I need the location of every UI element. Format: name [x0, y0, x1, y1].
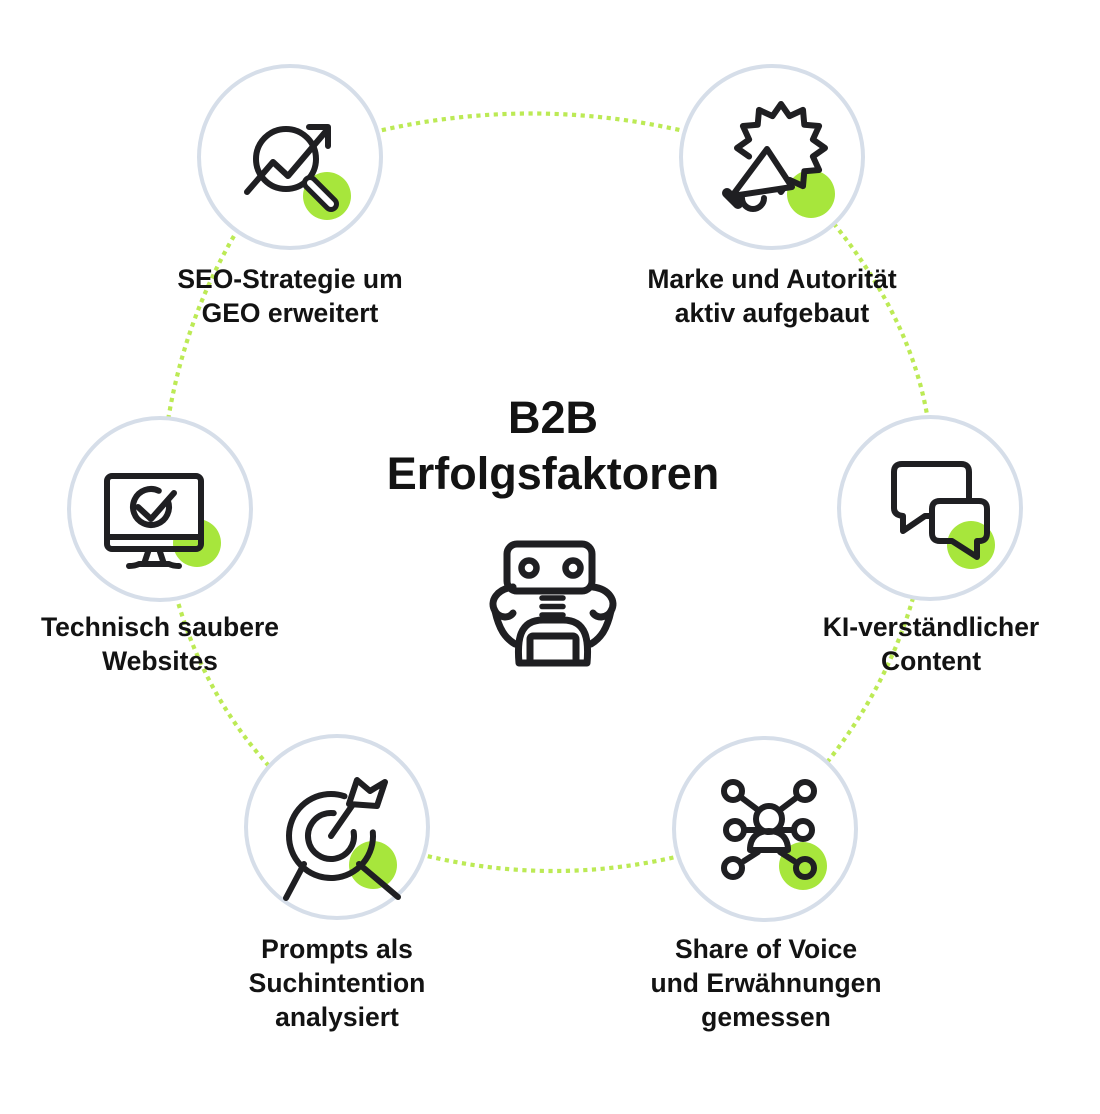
- label-line: GEO erweitert: [201, 298, 379, 328]
- node-circle-share-of-voice: [672, 736, 858, 922]
- page-title: B2B Erfolgsfaktoren: [353, 390, 753, 502]
- node-label-brand-authority: Marke und Autorität aktiv aufgebaut: [612, 262, 932, 330]
- title-line-2: Erfolgsfaktoren: [386, 448, 720, 499]
- label-line: Websites: [102, 646, 218, 676]
- node-circle-clean-websites: [67, 416, 253, 602]
- label-line: Technisch saubere: [40, 612, 280, 642]
- label-line: analysiert: [275, 1002, 399, 1032]
- node-label-prompts-intent: Prompts als Suchintention analysiert: [177, 932, 497, 1034]
- label-line: und Erwähnungen: [650, 968, 882, 998]
- node-label-clean-websites: Technisch saubere Websites: [0, 610, 320, 678]
- node-label-ai-content: KI-verständlicher Content: [771, 610, 1091, 678]
- label-line: gemessen: [701, 1002, 831, 1032]
- label-line: Content: [880, 646, 982, 676]
- label-line: Prompts als: [261, 934, 413, 964]
- chat-bubbles-icon: [891, 461, 995, 569]
- target-arrow-icon: [283, 777, 401, 901]
- node-circle-brand-authority: [679, 64, 865, 250]
- label-line: SEO-Strategie um: [177, 264, 403, 294]
- node-label-share-of-voice: Share of Voice und Erwähnungen gemessen: [606, 932, 926, 1034]
- monitor-check-icon: [104, 473, 221, 569]
- chart-magnifier-icon: [244, 124, 351, 220]
- label-line: Suchintention: [248, 968, 426, 998]
- node-label-seo-geo: SEO-Strategie um GEO erweitert: [130, 262, 450, 330]
- megaphone-badge-icon: [722, 101, 835, 218]
- label-line: Share of Voice: [674, 934, 858, 964]
- label-line: Marke und Autorität: [647, 264, 897, 294]
- label-line: KI-verständlicher: [822, 612, 1040, 642]
- person-network-icon: [721, 779, 827, 890]
- label-line: aktiv aufgebaut: [674, 298, 870, 328]
- node-circle-prompts-intent: [244, 734, 430, 920]
- title-line-1: B2B: [507, 392, 599, 443]
- node-circle-ai-content: [837, 415, 1023, 601]
- robot-icon: [489, 540, 617, 667]
- node-circle-seo-geo: [197, 64, 383, 250]
